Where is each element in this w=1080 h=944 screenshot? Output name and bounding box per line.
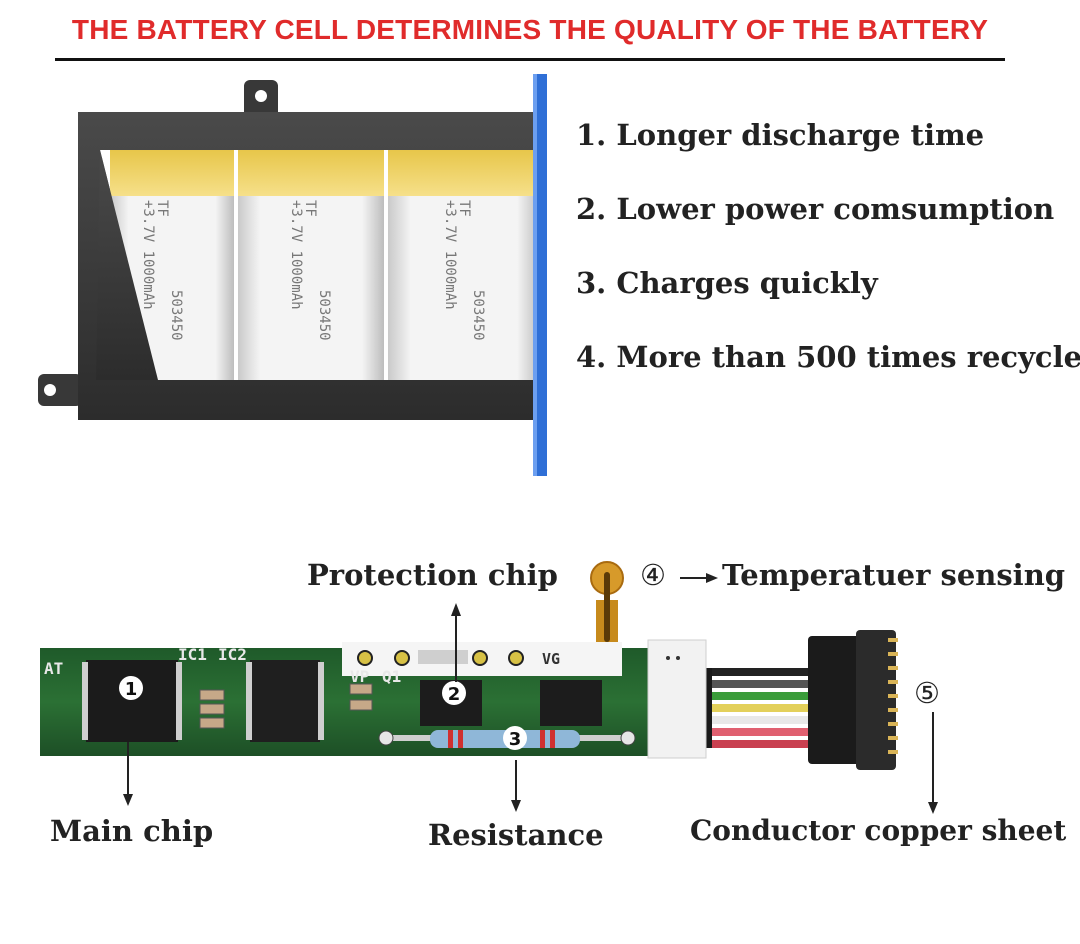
- arrow-conductor: [928, 712, 938, 814]
- label-resistance: Resistance: [428, 818, 604, 852]
- label-connector-marker: ⑤: [914, 676, 940, 710]
- cell-1-brand: TF: [154, 200, 170, 217]
- feature-item-4: 4. More than 500 times recycle: [576, 340, 1080, 374]
- battery-cell-2: [238, 150, 384, 380]
- label-conductor-copper-sheet: Conductor copper sheet: [690, 814, 1067, 847]
- mount-tab-left: [38, 374, 82, 406]
- arrow-main-chip: [123, 742, 133, 806]
- cell-3-model: 503450: [470, 290, 486, 341]
- svg-text:3: 3: [509, 729, 522, 750]
- battery-cell-3: [388, 150, 540, 380]
- silk-vg: VG: [542, 650, 560, 668]
- pcb-connector-pad: [647, 639, 707, 759]
- arrow-resistance: [511, 760, 521, 812]
- label-protection-chip: Protection chip: [307, 558, 558, 592]
- silk-vp: VP: [350, 667, 369, 686]
- label-main-chip: Main chip: [50, 814, 214, 848]
- svg-text:2: 2: [448, 684, 461, 705]
- silk-q1: Q1: [382, 667, 401, 686]
- feature-item-2: 2. Lower power comsumption: [576, 192, 1055, 226]
- protection-chip-mosfet-2: [540, 680, 602, 726]
- cell-2-model: 503450: [316, 290, 332, 341]
- cell-1-spec: +3.7V 1000mAh: [140, 200, 156, 310]
- secondary-ic: [246, 660, 324, 742]
- label-temperature-sensing: Temperatuer sensing: [722, 558, 1066, 592]
- connector-wires: [700, 668, 815, 748]
- marker-main-chip: 1: [119, 676, 143, 700]
- title-underline: [55, 58, 1005, 61]
- feature-item-3: 3. Charges quickly: [576, 266, 878, 300]
- mount-tab-top: [244, 80, 278, 120]
- marker-resistance: 3: [503, 726, 527, 750]
- cell-3-brand: TF: [456, 200, 472, 217]
- svg-text:1: 1: [125, 679, 138, 700]
- arrow-temperature: [680, 573, 718, 583]
- battery-cell-1: [110, 150, 234, 380]
- cell-2-spec: +3.7V 1000mAh: [288, 200, 304, 310]
- page-title: THE BATTERY CELL DETERMINES THE QUALITY …: [71, 14, 989, 45]
- silk-at: AT: [44, 659, 63, 678]
- label-temp-marker: ④: [640, 558, 666, 592]
- main-chip: [82, 660, 182, 742]
- arrow-protection-chip: [451, 603, 461, 682]
- silk-ic1: IC1: [178, 645, 207, 664]
- silk-ic2: IC2: [218, 645, 247, 664]
- feature-item-1: 1. Longer discharge time: [576, 118, 985, 152]
- cell-1-model: 503450: [168, 290, 184, 341]
- cell-2-brand: TF: [302, 200, 318, 217]
- cell-3-spec: +3.7V 1000mAh: [442, 200, 458, 310]
- marker-protection-chip: 2: [442, 681, 466, 705]
- connector-plug: [808, 630, 898, 770]
